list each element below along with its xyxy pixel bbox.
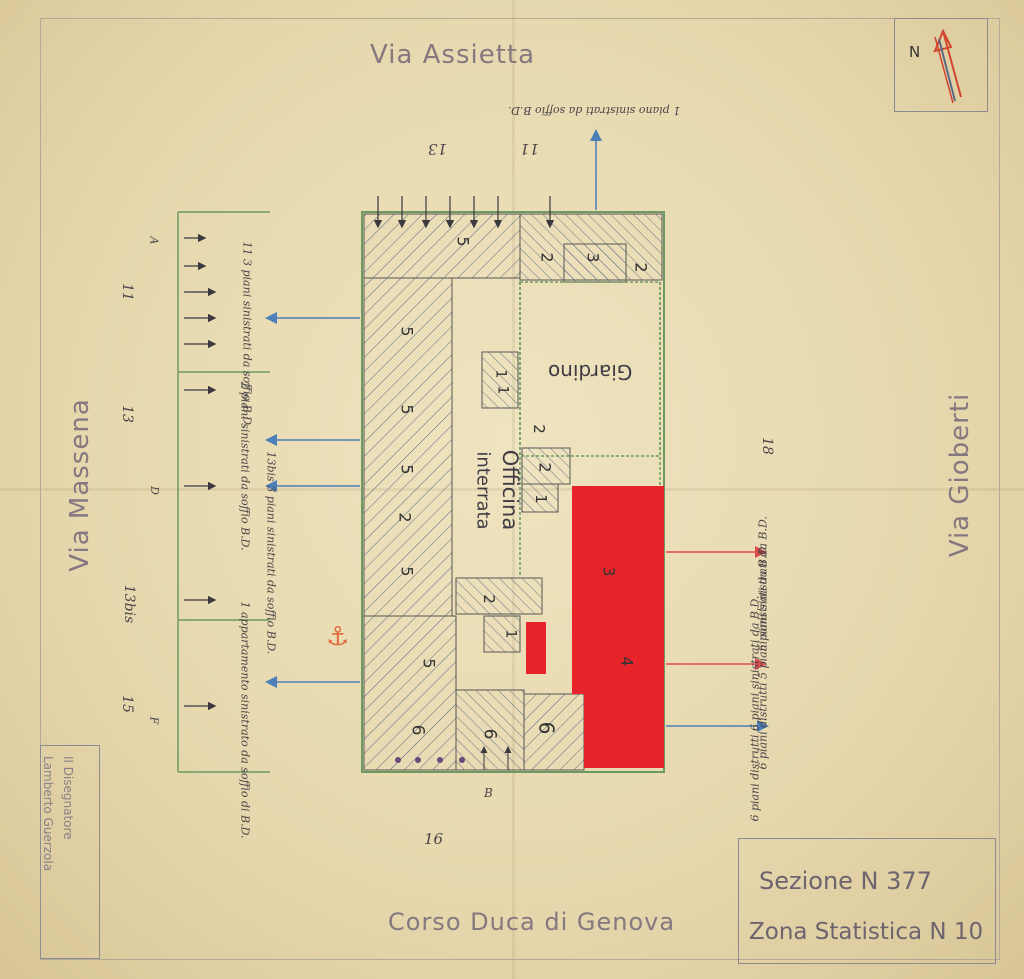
storey-number: 6 <box>407 724 428 736</box>
storey-number: 6 <box>479 728 500 740</box>
civic-number-top-13: 13 <box>428 140 448 158</box>
fold-line-horizontal <box>0 488 1024 491</box>
civic-number-top-11: 11 <box>520 140 540 158</box>
entrance-letter: F <box>147 716 161 725</box>
storey-number: 2 <box>631 262 651 273</box>
storey-number: 1 <box>531 494 550 504</box>
damage-arrows-red <box>666 546 767 670</box>
storey-number: 2 <box>395 512 415 523</box>
storey-number: 3 <box>583 252 603 263</box>
civic-number-left-15: 15 <box>118 695 135 713</box>
civic-number-left-13: 13 <box>118 405 135 423</box>
section-info-box: Sezione N 377 Zona Statistica N 10 <box>738 838 996 964</box>
storey-number: 5 <box>453 236 473 247</box>
storey-number: 5 <box>397 326 417 337</box>
storey-number: 2 <box>479 594 498 604</box>
civic-number-bottom-16: 16 <box>424 830 444 848</box>
storey-number: 1 <box>492 369 509 379</box>
annotation-left-3: 13bis 3 piani sinistrati da soffio B.D. <box>264 451 278 655</box>
destroyed-area-small <box>526 622 546 674</box>
anchor-icon: ⚓ <box>326 622 350 652</box>
civic-number-left-13bis: 13bis <box>121 584 138 624</box>
annotation-left-4: 1 appartamento sinistrato da soffio di B… <box>238 601 252 839</box>
compass-box: N <box>894 18 988 112</box>
fold-line-vertical <box>512 0 515 979</box>
signature-box: Il Disegnatore Lamberto Guerzola <box>40 745 100 959</box>
street-south: Corso Duca di Genova <box>388 908 676 936</box>
destroyed-area-middle <box>572 616 664 694</box>
storey-number: 2 <box>529 424 548 434</box>
compass-letter: N <box>909 43 921 61</box>
annotation-left-1: 11 3 piani sinistrati da soffio B.D. <box>240 241 254 429</box>
entrance-letter: B <box>484 786 493 800</box>
storey-number: 5 <box>397 464 417 475</box>
entrance-letter: D <box>147 486 161 495</box>
entrance-ticks-west <box>184 233 217 711</box>
entrance-letter: A <box>147 236 161 245</box>
section-number: Sezione N 377 <box>759 867 932 895</box>
workshop-label-line2: interrata <box>472 451 494 530</box>
annotation-left-2: 2 piani sinistrati da soffio B.D. <box>238 381 252 551</box>
workshop-label-line1: Officina <box>498 449 523 531</box>
entrance-ticks-north <box>373 196 555 229</box>
sheet-frame <box>40 18 1000 960</box>
street-north: Via Assietta <box>370 40 536 70</box>
storey-number: 2 <box>535 462 555 473</box>
garden-label: Giardino <box>548 360 633 384</box>
civic-number-left-11: 11 <box>118 283 135 301</box>
storey-number: 2 <box>537 252 557 263</box>
storey-number: 1 <box>502 629 519 639</box>
storey-number: 4 <box>617 656 637 667</box>
storey-number: 5 <box>397 404 417 415</box>
entrance-ticks-south <box>395 746 512 770</box>
storey-number: 3 <box>599 566 619 577</box>
hatched-buildings <box>363 213 663 771</box>
destroyed-area-south <box>584 694 664 768</box>
storey-number: 6 <box>534 721 559 735</box>
destroyed-area-north <box>572 486 664 616</box>
storey-number: 5 <box>397 566 417 577</box>
storey-number: 5 <box>419 658 439 669</box>
annotation-top: 1 piano sinistrati da soffio B.D. <box>508 104 681 117</box>
damage-arrows-blue <box>265 129 769 732</box>
annotation-right-3: 6 piani distrutti 6 piani sinistrati da … <box>748 595 762 822</box>
civic-number-right-18: 18 <box>758 437 775 455</box>
storey-number: 1 <box>494 385 511 395</box>
compass-arrow-icon <box>933 28 962 104</box>
statistical-zone: Zona Statistica N 10 <box>749 919 984 945</box>
